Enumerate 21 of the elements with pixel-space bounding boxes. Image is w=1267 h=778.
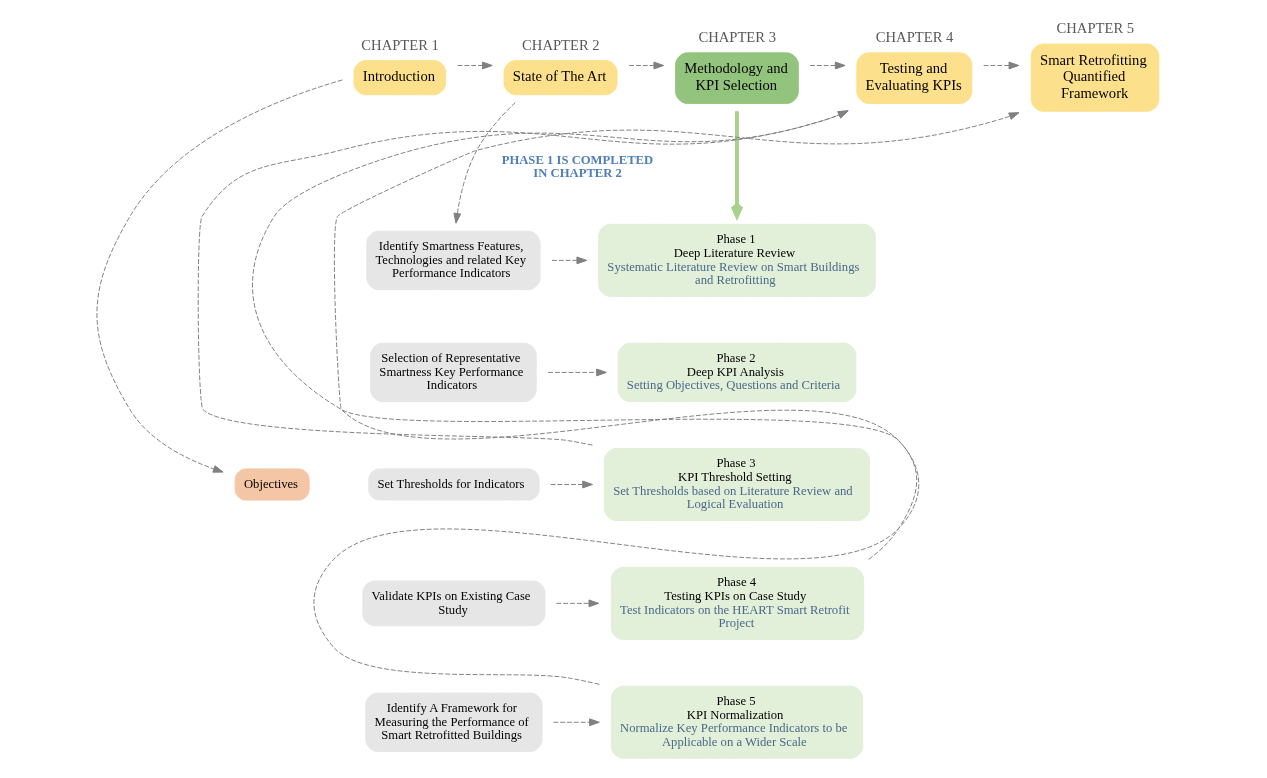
label: PHASE 1 IS COMPLETED IN CHAPTER 2 [501, 153, 654, 180]
arrow [197, 110, 849, 446]
arrow [453, 102, 516, 224]
arrow [547, 368, 607, 377]
arrow [457, 61, 493, 70]
arrow [809, 61, 846, 70]
arrow [252, 110, 918, 560]
arrow [550, 480, 593, 489]
node-label: CHAPTER 5 [1056, 20, 1135, 37]
node-label: CHAPTER 2 [522, 36, 600, 53]
arrow [628, 61, 665, 70]
arrow [983, 61, 1020, 70]
node-label: CHAPTER 1 [361, 36, 439, 53]
arrow [552, 718, 600, 727]
arrow [730, 111, 744, 219]
node-label: CHAPTER 3 [698, 29, 777, 46]
arrow [313, 112, 1020, 685]
arrow [96, 79, 343, 473]
arrow [555, 599, 600, 608]
node-label: CHAPTER 4 [875, 29, 954, 46]
arrow [551, 256, 588, 265]
